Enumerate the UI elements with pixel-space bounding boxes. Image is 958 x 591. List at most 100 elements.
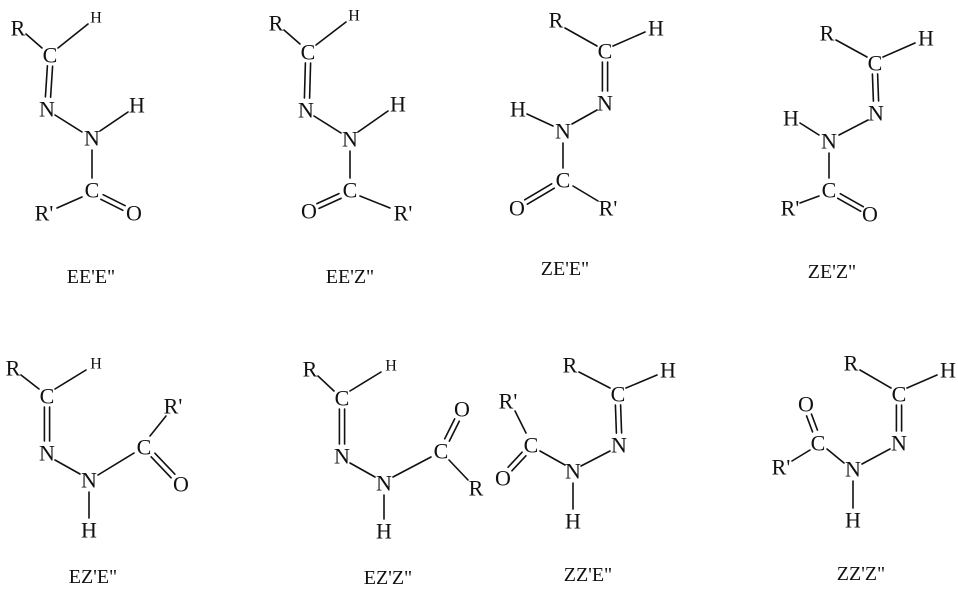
double-bond — [49, 65, 54, 98]
single-bond — [526, 113, 554, 127]
r-prime-group-label: R' — [499, 389, 518, 414]
single-bond — [448, 459, 469, 481]
hydrogen-atom: H — [845, 508, 861, 533]
r-prime-group-label: R' — [164, 394, 183, 419]
double-bond — [839, 192, 865, 208]
r-group-label: R — [11, 16, 26, 41]
double-bond — [507, 451, 523, 469]
double-bond — [448, 420, 461, 442]
oxygen-atom: O — [495, 466, 511, 491]
oxygen-atom: O — [454, 397, 470, 422]
r-group-label: R — [563, 353, 578, 378]
single-bond — [283, 29, 301, 45]
r-group-label: R — [303, 357, 318, 382]
r-group-label: R — [820, 21, 835, 46]
single-bond — [359, 195, 391, 209]
single-bond — [54, 459, 81, 475]
single-bond — [97, 452, 135, 476]
double-bond — [511, 454, 527, 472]
single-bond — [349, 371, 382, 392]
hydrogen-atom: H — [376, 519, 392, 544]
carbon-atom: C — [868, 51, 883, 76]
isomer-caption: EZ'Z" — [364, 567, 412, 589]
nitrogen-atom: N — [868, 101, 884, 126]
single-bond — [625, 374, 658, 389]
oxygen-atom: O — [509, 196, 525, 221]
double-bond — [619, 404, 623, 434]
double-bond — [614, 404, 618, 434]
oxygen-atom: O — [301, 199, 317, 224]
nitrogen-atom: N — [555, 119, 571, 144]
hydrogen-atom: H — [918, 26, 934, 51]
single-bond — [906, 374, 938, 389]
carbon-atom: C — [335, 386, 350, 411]
nitrogen-atom: N — [298, 98, 314, 123]
single-bond — [20, 374, 40, 390]
hydrogen-atom: H — [565, 509, 581, 534]
single-bond — [317, 375, 335, 392]
double-bond — [318, 197, 342, 210]
nitrogen-atom: N — [845, 457, 861, 482]
hydrogen-atom: H — [81, 518, 97, 543]
double-bond — [308, 62, 312, 99]
isomer-caption: EZ'E" — [69, 566, 117, 588]
isomer-caption: ZZ'Z" — [837, 563, 885, 585]
single-bond — [791, 449, 811, 462]
carbon-atom: C — [43, 43, 58, 68]
single-bond — [799, 195, 820, 204]
double-bond — [871, 73, 875, 102]
single-bond — [578, 371, 611, 389]
single-bond — [54, 369, 87, 390]
single-bond — [54, 114, 83, 133]
nitrogen-atom: N — [334, 444, 350, 469]
hydrogen-atom: H — [90, 10, 102, 27]
carbon-atom: C — [822, 178, 837, 203]
r-group-label: R — [844, 351, 859, 376]
hydrogen-atom: H — [510, 97, 526, 122]
single-bond — [25, 33, 43, 49]
carbon-atom: C — [556, 168, 571, 193]
carbon-atom: C — [85, 178, 100, 203]
r-group-label: R — [6, 356, 21, 381]
carbon-atom: C — [301, 40, 316, 65]
r-group-label: R — [549, 8, 564, 33]
isomer-caption: EE'Z" — [326, 266, 374, 288]
single-bond — [313, 115, 342, 134]
single-bond — [838, 119, 869, 136]
r-prime-group-label: R' — [781, 196, 800, 221]
double-bond — [44, 65, 49, 98]
double-bond — [805, 415, 814, 433]
single-bond — [861, 448, 891, 465]
nitrogen-atom: N — [39, 97, 55, 122]
double-bond — [443, 418, 456, 440]
carbon-atom: C — [40, 384, 55, 409]
single-bond — [57, 23, 89, 49]
single-bond — [571, 109, 598, 125]
single-bond — [826, 448, 845, 464]
single-bond — [882, 42, 916, 58]
isomer-caption: ZZ'E" — [564, 564, 612, 586]
single-bond — [859, 369, 892, 389]
single-bond — [349, 462, 376, 478]
single-bond — [149, 415, 167, 437]
carbon-atom: C — [137, 435, 152, 460]
hydrogen-atom: H — [348, 8, 360, 25]
carbon-atom: C — [811, 431, 826, 456]
single-bond — [564, 27, 598, 47]
r-prime-group-label: R' — [599, 196, 618, 221]
nitrogen-atom: N — [39, 441, 55, 466]
oxygen-atom: O — [862, 202, 878, 227]
nitrogen-atom: N — [376, 471, 392, 496]
hydrogen-atom: H — [90, 356, 102, 373]
isomer-caption: ZE'E" — [541, 258, 589, 280]
double-bond — [150, 455, 172, 479]
single-bond — [392, 456, 432, 478]
